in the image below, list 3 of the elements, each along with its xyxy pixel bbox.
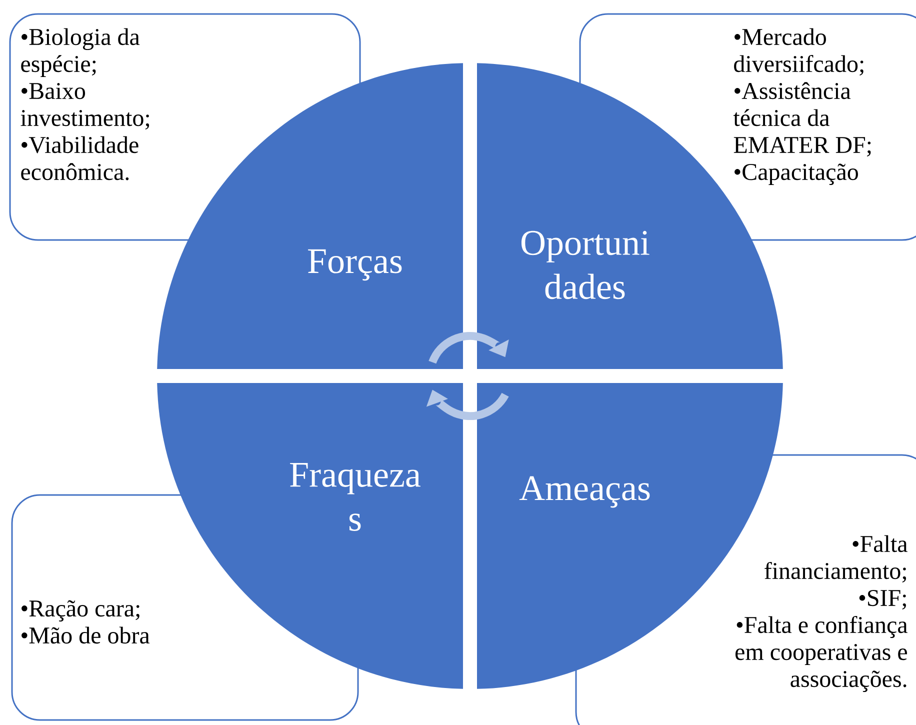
quadrant-sector: Forças: [157, 63, 463, 369]
cycle-arrow: [428, 332, 509, 364]
quadrant-sector: Fraqueza s: [157, 383, 463, 689]
